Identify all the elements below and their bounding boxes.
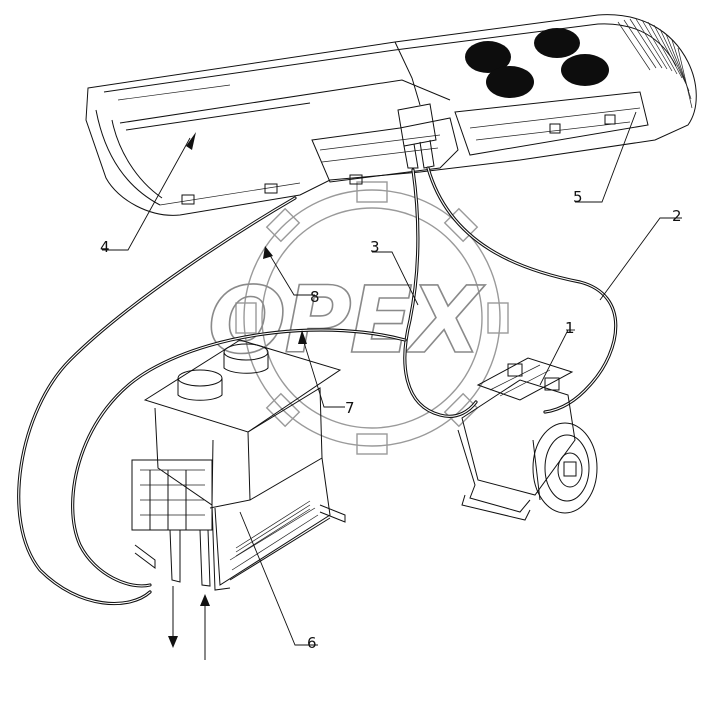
latch-slot: [604, 114, 616, 125]
inflow-arrow: [200, 594, 210, 606]
opex-watermark-logo: OPEX: [207, 181, 509, 455]
outflow-arrow: [168, 636, 178, 648]
callout-5: 5: [573, 188, 583, 206]
compressor: [457, 357, 598, 521]
leader-4: [102, 137, 191, 251]
callout-1: 1: [565, 319, 575, 337]
heater-fitting-panel: [131, 459, 213, 531]
callout-8: 8: [310, 288, 320, 306]
callout-6: 6: [307, 634, 317, 652]
callout-4: 4: [100, 238, 110, 256]
condenser-grille: [617, 18, 693, 109]
callout-3: 3: [370, 238, 380, 256]
compressor-valve: [544, 377, 560, 391]
leader-6: [239, 511, 318, 646]
heater-unit: [131, 339, 346, 660]
callout-leaders: [102, 111, 682, 646]
compressor-pulley: [532, 422, 598, 514]
leader-7: [301, 335, 345, 408]
leader-2: [599, 217, 682, 301]
condenser-fan-3: [486, 66, 534, 98]
latch-slot: [264, 183, 278, 194]
latch-slot: [181, 194, 195, 205]
callout-2: 2: [672, 207, 682, 225]
latch-slot: [549, 123, 561, 134]
watermark-gear-inner: [261, 207, 483, 429]
leader-1: [539, 329, 569, 386]
refrigerant-hoses: [17, 166, 618, 606]
leader-8: [267, 251, 315, 296]
leader-3: [372, 251, 419, 306]
watermark-text: OPEX: [208, 267, 485, 374]
rooftop-unit: [85, 14, 697, 216]
duct-outlet-1: [177, 369, 223, 387]
condenser-fan-2: [534, 28, 580, 58]
leader-5: [575, 111, 637, 203]
watermark-gear-outer: [243, 189, 501, 447]
compressor-valve: [507, 363, 523, 377]
callout-7: 7: [345, 399, 355, 417]
condenser-fan-1: [465, 41, 511, 73]
valve-block: [397, 103, 437, 147]
condenser-fan-4: [561, 54, 609, 86]
heater-vent-slots: [235, 500, 311, 557]
